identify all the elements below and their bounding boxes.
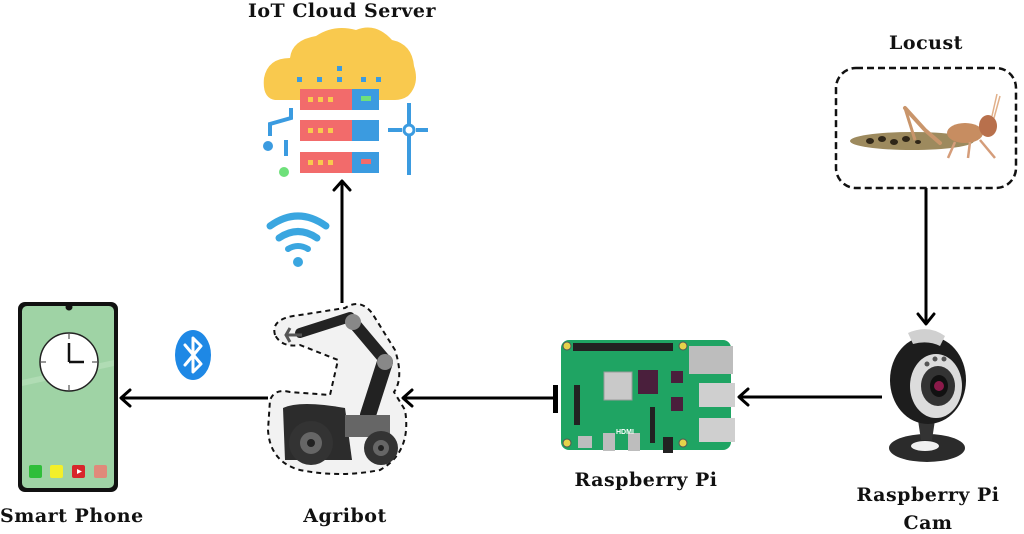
arrow-pi-to-agribot — [401, 385, 558, 413]
camera-label-line2: Cam — [903, 512, 953, 534]
camera-label-line1: Raspberry Pi — [856, 484, 1000, 506]
smartphone-label: Smart Phone — [0, 505, 144, 527]
wifi-icon — [266, 212, 330, 267]
bluetooth-icon — [175, 330, 211, 380]
hdmi-label: HDMI — [616, 429, 634, 436]
phone-app-icon — [29, 465, 42, 478]
locust-frame — [834, 66, 1018, 190]
agribot-label: Agribot — [303, 505, 387, 527]
cloud-server-icon — [263, 27, 428, 177]
cloud-server-label: IoT Cloud Server — [248, 0, 436, 22]
webcam-icon — [889, 329, 966, 462]
raspberry-pi-label: Raspberry Pi — [574, 469, 718, 491]
raspberry-pi-board-icon — [561, 340, 735, 453]
smartphone-icon — [18, 302, 118, 492]
locust-label: Locust — [889, 32, 963, 54]
arrow-camera-to-pi — [737, 387, 882, 407]
arrow-locust-to-camera — [916, 188, 936, 326]
locust-photo — [850, 93, 1001, 159]
arrow-agribot-to-cloud — [332, 179, 352, 303]
snapchat-app-icon — [50, 465, 63, 478]
instagram-app-icon — [94, 465, 107, 478]
robot-arm-vehicle-icon — [266, 303, 408, 475]
arrow-agribot-to-phone — [119, 388, 268, 408]
